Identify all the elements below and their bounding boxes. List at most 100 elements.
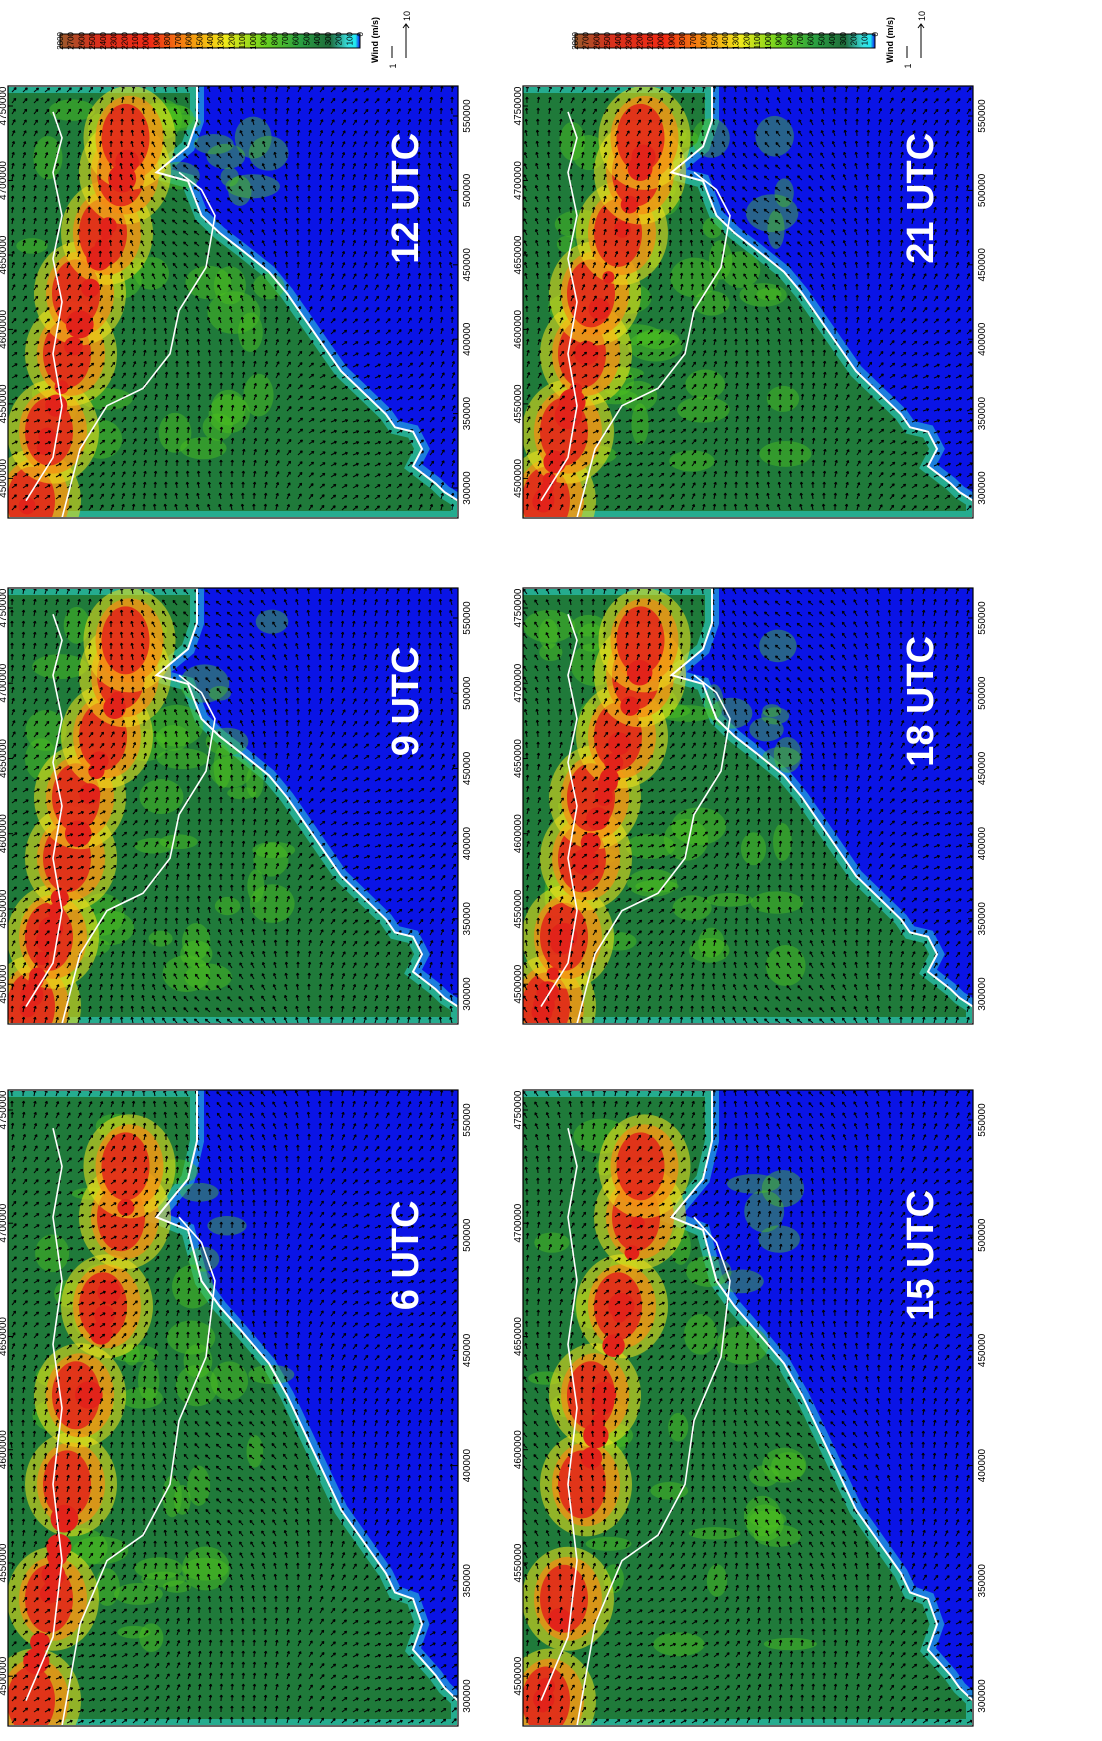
colorbar-tick: 1300 [732,31,741,49]
colorbar-tick: 200 [850,31,859,45]
y-tick-label: 4650000 [513,235,524,274]
y-tick-label: 4500000 [513,964,524,1003]
panel-frame [522,1089,974,1727]
map-panel: 6 UTC47500004700000465000046000004550000… [0,1089,473,1727]
y-tick-label: 4500000 [0,458,9,497]
colorbar-tick: 2400 [614,31,623,49]
y-tick-label: 4750000 [513,1090,524,1129]
colorbar-tick: 1600 [185,31,194,49]
x-tick-label: 300000 [462,1679,473,1713]
wind-legend-label: Wind (m/s) [370,17,380,63]
region-boundary [61,674,216,1024]
x-tick-label: 400000 [977,322,988,356]
colorbar-tick: 1500 [710,31,719,49]
colorbar-tick: 2800 [56,31,65,49]
wind-vectors [523,86,973,511]
time-label: 15 UTC [900,1190,942,1321]
colorbar-tick: 1200 [742,31,751,49]
x-tick-label: 450000 [462,248,473,282]
y-tick-label: 4750000 [0,588,9,627]
colorbar-tick: 300 [839,31,848,45]
x-tick-label: 300000 [462,977,473,1011]
colorbar-tick: 1900 [667,31,676,49]
region-boundary [576,1216,731,1726]
colorbar-tick: 800 [270,31,279,45]
x-tick-label: 500000 [462,173,473,207]
wind-vectors [9,1090,458,1724]
x-tick-label: 400000 [977,1448,988,1482]
x-tick-label: 500000 [977,676,988,710]
region-boundary [576,674,731,1024]
y-tick-label: 4550000 [0,1543,9,1582]
x-tick-label: 550000 [462,99,473,133]
time-label: 9 UTC [385,646,427,756]
region-boundary [61,1216,216,1726]
panel-frame [7,1089,459,1727]
mountain-boundary [540,1128,578,1701]
y-tick-label: 4700000 [513,161,524,200]
colorbar-tick: 200 [335,31,344,45]
mountain-boundary [25,111,63,502]
map-panel: 12 UTC4750000470000046500004600000455000… [0,85,473,519]
colorbar-tick: 300 [324,31,333,45]
colorbar-tick: 1400 [206,31,215,49]
panel-frame [522,85,974,519]
colorbar-tick: 1100 [753,31,762,49]
coastline [8,588,458,1024]
x-tick-label: 350000 [462,1564,473,1598]
colorbar-tick: 1000 [249,31,258,49]
coastline [523,1090,973,1726]
colorbar-gradient [574,33,876,49]
colorbar-tick: 2100 [131,31,140,49]
y-tick-label: 4550000 [513,384,524,423]
map-panel: 9 UTC47500004700000465000046000004550000… [0,587,473,1025]
colorbar-tick: 400 [828,31,837,45]
map-panel: 18 UTC4750000470000046500004600000455000… [513,587,988,1025]
x-tick-label: 450000 [977,751,988,785]
mountain-boundary [25,1128,63,1701]
colorbar-tick: 800 [785,31,794,45]
y-tick-label: 4600000 [0,814,9,853]
colorbar-tick: 1800 [678,31,687,49]
map-panel: 15 UTC4750000470000046500004600000455000… [513,1089,988,1727]
region-boundary [576,171,731,518]
colorbar-tick: 2800 [571,31,580,49]
colorbar-tick: 1000 [764,31,773,49]
colorbar-gradient [59,33,361,49]
y-tick-label: 4700000 [0,1203,9,1242]
y-tick-label: 4700000 [0,161,9,200]
colorbar-tick: 2700 [67,31,76,49]
x-tick-label: 550000 [977,99,988,133]
x-tick-label: 300000 [462,471,473,505]
y-tick-label: 4500000 [0,964,9,1003]
colorbar-tick: 1100 [238,31,247,49]
colorbar-tick: 1600 [700,31,709,49]
colorbar-tick: 0 [356,31,365,36]
x-tick-label: 500000 [977,1218,988,1252]
map-panel: 21 UTC4750000470000046500004600000455000… [513,85,988,519]
time-label: 6 UTC [385,1200,427,1310]
wind-legend-max: 10 [402,11,412,21]
y-tick-label: 4750000 [513,588,524,627]
x-tick-label: 400000 [462,826,473,860]
time-label: 12 UTC [385,133,427,264]
colorbar-tick: 0 [871,31,880,36]
colorbar-tick: 2000 [142,31,151,49]
y-tick-label: 4750000 [0,1090,9,1129]
colorbar-tick: 700 [796,31,805,45]
y-tick-label: 4550000 [0,384,9,423]
x-tick-label: 550000 [462,1103,473,1137]
panel-frame [7,587,459,1025]
colorbar-tick: 2700 [582,31,591,49]
colorbar-tick: 1900 [152,31,161,49]
wind-vectors [523,1090,973,1724]
y-tick-label: 4650000 [513,739,524,778]
y-tick-label: 4600000 [0,309,9,348]
x-tick-label: 550000 [977,601,988,635]
y-tick-label: 4750000 [0,86,9,125]
colorbar-tick: 2000 [657,31,666,49]
x-tick-label: 300000 [977,471,988,505]
y-tick-label: 4700000 [513,663,524,702]
